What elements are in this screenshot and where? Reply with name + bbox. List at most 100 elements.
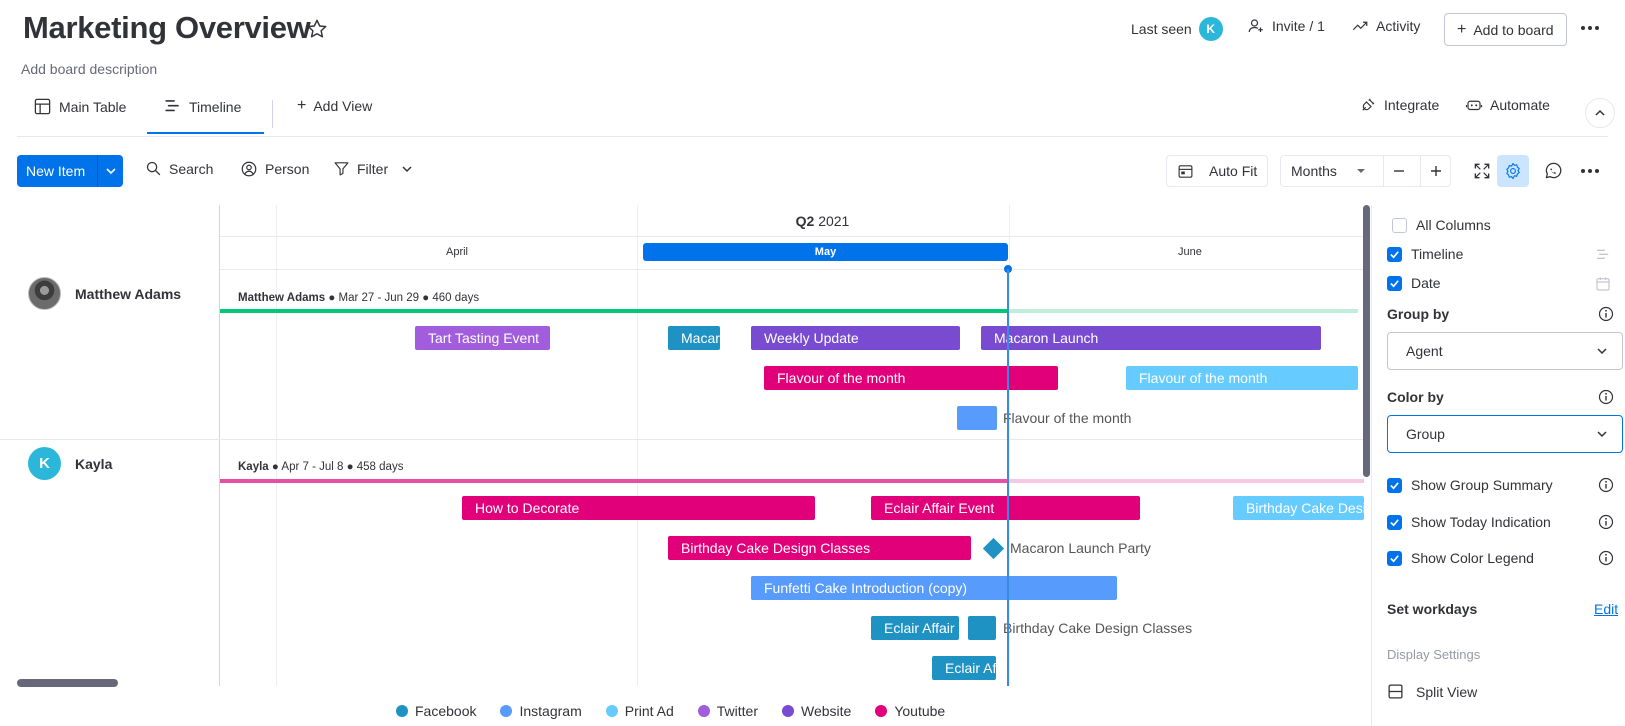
agent-matthew-adams[interactable]: Matthew Adams [28, 277, 181, 310]
legend-item: Twitter [697, 703, 758, 719]
star-icon[interactable] [306, 18, 328, 40]
person-circle-icon [241, 161, 257, 177]
month-may-current[interactable]: May [643, 243, 1008, 261]
gear-icon[interactable] [1497, 155, 1529, 187]
show-today-checkbox[interactable]: Show Today Indication [1387, 514, 1551, 530]
timeline-item[interactable]: Macaron [668, 326, 720, 350]
board-description[interactable]: Add board description [21, 61, 158, 77]
month-row-divider [220, 269, 1364, 270]
info-icon[interactable] [1598, 514, 1614, 530]
timeline-item[interactable]: Weekly Update [751, 326, 960, 350]
timeline-item[interactable]: Flavour of the month [1126, 366, 1358, 390]
zoom-in-button[interactable] [1420, 155, 1450, 187]
info-icon[interactable] [1598, 389, 1614, 405]
timeline-item[interactable]: Tart Tasting Event [415, 326, 550, 350]
agent-kayla[interactable]: K Kayla [28, 447, 112, 480]
group-by-dropdown[interactable]: Agent [1387, 332, 1623, 370]
zoom-out-button[interactable] [1383, 155, 1413, 187]
collapse-header-button[interactable] [1585, 98, 1615, 128]
show-color-legend-checkbox[interactable]: Show Color Legend [1387, 550, 1534, 566]
all-columns-checkbox[interactable]: All Columns [1392, 217, 1491, 233]
quarter-label: Q2 [795, 213, 815, 229]
activity-button[interactable]: Activity [1351, 17, 1420, 35]
timeline-item-milestone[interactable] [968, 616, 996, 640]
checkbox-checked[interactable] [1387, 514, 1402, 530]
group-by-label: Group by [1387, 306, 1450, 322]
show-today-label: Show Today Indication [1411, 514, 1551, 530]
timescale-select[interactable]: Months [1280, 155, 1451, 187]
legend-dot [500, 705, 513, 717]
today-line [1007, 269, 1009, 686]
info-icon[interactable] [1598, 306, 1614, 322]
timeline-item[interactable]: Funfetti Cake Introduction (copy) [751, 576, 1117, 600]
person-label: Person [265, 161, 310, 177]
search-button[interactable]: Search [145, 160, 213, 177]
color-by-dropdown[interactable]: Group [1387, 415, 1623, 453]
date-column-checkbox[interactable]: Date [1387, 275, 1441, 291]
board-title[interactable]: Marketing Overview [23, 10, 311, 45]
timeline-item[interactable]: Eclair Affair Event [871, 496, 1140, 520]
new-item-divider [97, 155, 98, 187]
edit-workdays-link[interactable]: Edit [1594, 601, 1619, 617]
tab-main-table[interactable]: Main Table [33, 97, 126, 116]
date-column-label: Date [1411, 275, 1441, 291]
tab-timeline[interactable]: Timeline [163, 97, 241, 116]
months-dropdown[interactable]: Months [1281, 163, 1376, 179]
checkbox-checked[interactable] [1387, 477, 1402, 493]
checkbox-checked[interactable] [1387, 275, 1402, 291]
group-line [220, 309, 1007, 313]
integrate-button[interactable]: Integrate [1359, 96, 1439, 114]
chevron-down-icon[interactable] [401, 163, 413, 175]
vertical-scrollbar[interactable] [1363, 205, 1370, 477]
month-april: April [446, 246, 469, 258]
tab-timeline-label: Timeline [189, 98, 242, 115]
checkbox-checked[interactable] [1387, 550, 1402, 566]
timeline-item[interactable]: Birthday Cake Design Classes [668, 536, 971, 560]
show-group-summary-checkbox[interactable]: Show Group Summary [1387, 477, 1553, 493]
invite-label: Invite / 1 [1272, 18, 1325, 34]
checkbox-checked[interactable] [1387, 246, 1402, 262]
add-to-board-button[interactable]: + Add to board [1444, 13, 1567, 46]
split-view-button[interactable]: Split View [1387, 683, 1477, 700]
auto-fit-button[interactable]: Auto Fit [1166, 155, 1269, 187]
checkbox-unchecked[interactable] [1392, 217, 1407, 233]
search-label: Search [169, 160, 214, 177]
timeline-item[interactable]: Eclair Af [932, 656, 996, 680]
invite-button[interactable]: Invite / 1 [1247, 17, 1325, 35]
timeline-item[interactable]: Birthday Cake Design [1233, 496, 1364, 520]
timeline-item-label: Flavour of the month [1003, 410, 1132, 426]
integrate-label: Integrate [1384, 97, 1440, 113]
person-filter-button[interactable]: Person [240, 160, 309, 178]
board-more-icon[interactable] [1580, 18, 1600, 38]
timeline-item[interactable]: Macaron Launch [981, 326, 1321, 350]
automate-button[interactable]: Automate [1465, 96, 1550, 114]
timeline-item-milestone[interactable] [957, 406, 997, 430]
legend-label: Instagram [519, 703, 582, 719]
info-icon[interactable] [1598, 477, 1614, 493]
milestone-diamond[interactable] [982, 537, 1005, 560]
last-seen-label: Last seen [1131, 21, 1192, 37]
summary-name: Matthew Adams [238, 292, 326, 304]
horizontal-scrollbar[interactable] [17, 679, 118, 687]
timeline-canvas[interactable]: Q2 2021 April May June Matthew Adams Mat… [0, 205, 1364, 686]
grid-line [1009, 205, 1010, 686]
timeline-column-label: Timeline [1411, 246, 1464, 262]
fullscreen-icon[interactable] [1472, 161, 1492, 181]
summary-dot: ● [422, 292, 433, 304]
toolbar-more-icon[interactable] [1580, 161, 1600, 181]
filter-button[interactable]: Filter [333, 160, 413, 177]
info-icon[interactable] [1598, 550, 1614, 566]
chat-bubble-icon[interactable] [1544, 161, 1563, 180]
months-label: Months [1291, 163, 1337, 179]
timeline-column-checkbox[interactable]: Timeline [1387, 246, 1463, 262]
timeline-item[interactable]: Eclair Affair [871, 616, 959, 640]
last-seen[interactable]: Last seen K [1131, 17, 1223, 41]
summary-range: Mar 27 - Jun 29 [338, 292, 420, 304]
timeline-item[interactable]: Flavour of the month [764, 366, 1058, 390]
timeline-item[interactable]: How to Decorate [462, 496, 815, 520]
display-settings-label: Display Settings [1387, 647, 1481, 662]
add-view-button[interactable]: + Add View [297, 97, 372, 115]
chevron-down-icon[interactable] [98, 165, 123, 177]
new-item-button[interactable]: New Item [17, 155, 123, 187]
